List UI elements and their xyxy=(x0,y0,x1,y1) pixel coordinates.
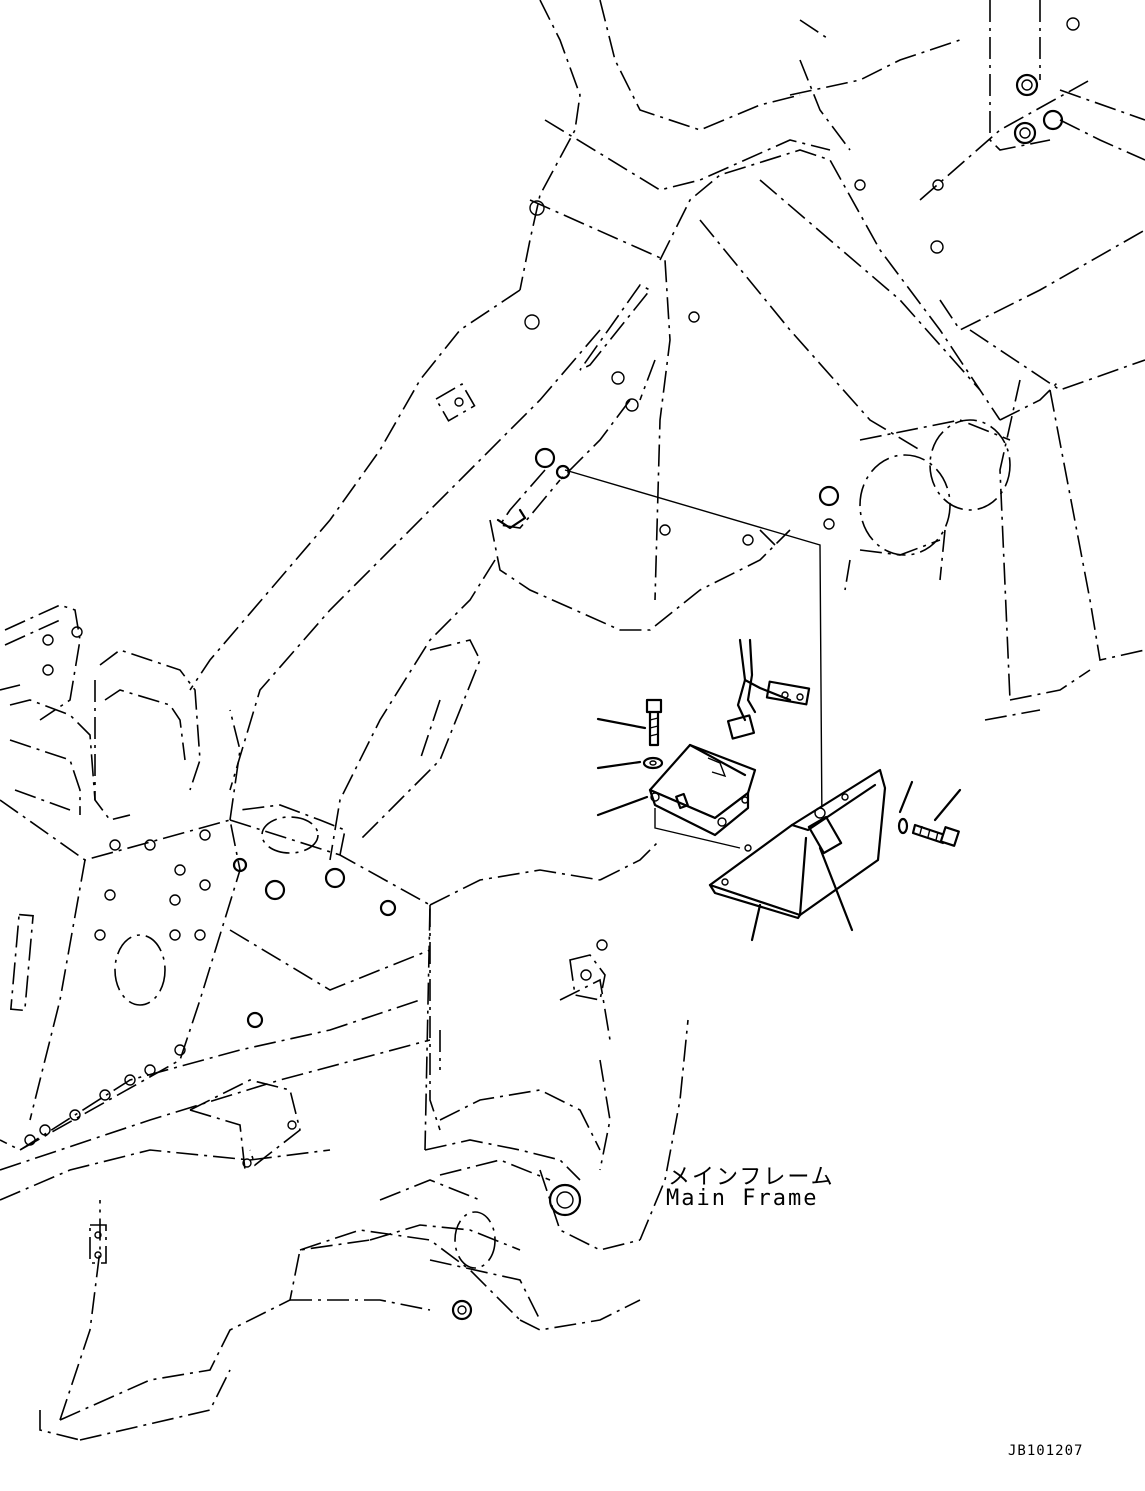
controller-box xyxy=(648,743,757,849)
plate-holes xyxy=(24,829,211,1146)
main-frame-label-jp: メインフレーム xyxy=(668,1165,835,1190)
bracket-assembly xyxy=(708,768,887,920)
left-frame xyxy=(0,604,521,1441)
bolt-left xyxy=(645,698,663,747)
leader-lines xyxy=(596,717,962,942)
connector-harness xyxy=(726,638,811,740)
washer-left xyxy=(642,756,664,770)
boom-arm xyxy=(519,0,1145,721)
assembly-guide-line xyxy=(564,469,823,831)
bolts-upper xyxy=(524,17,1080,412)
boom-body xyxy=(189,283,791,861)
boom-pivot xyxy=(818,419,1011,591)
rod-end xyxy=(496,447,571,530)
main-frame-body xyxy=(369,839,689,1331)
main-frame-label-en: Main Frame xyxy=(666,1186,819,1211)
washer-right xyxy=(897,817,909,835)
bolt-right xyxy=(911,823,960,847)
drawing-code: JB101207 xyxy=(1008,1443,1084,1459)
